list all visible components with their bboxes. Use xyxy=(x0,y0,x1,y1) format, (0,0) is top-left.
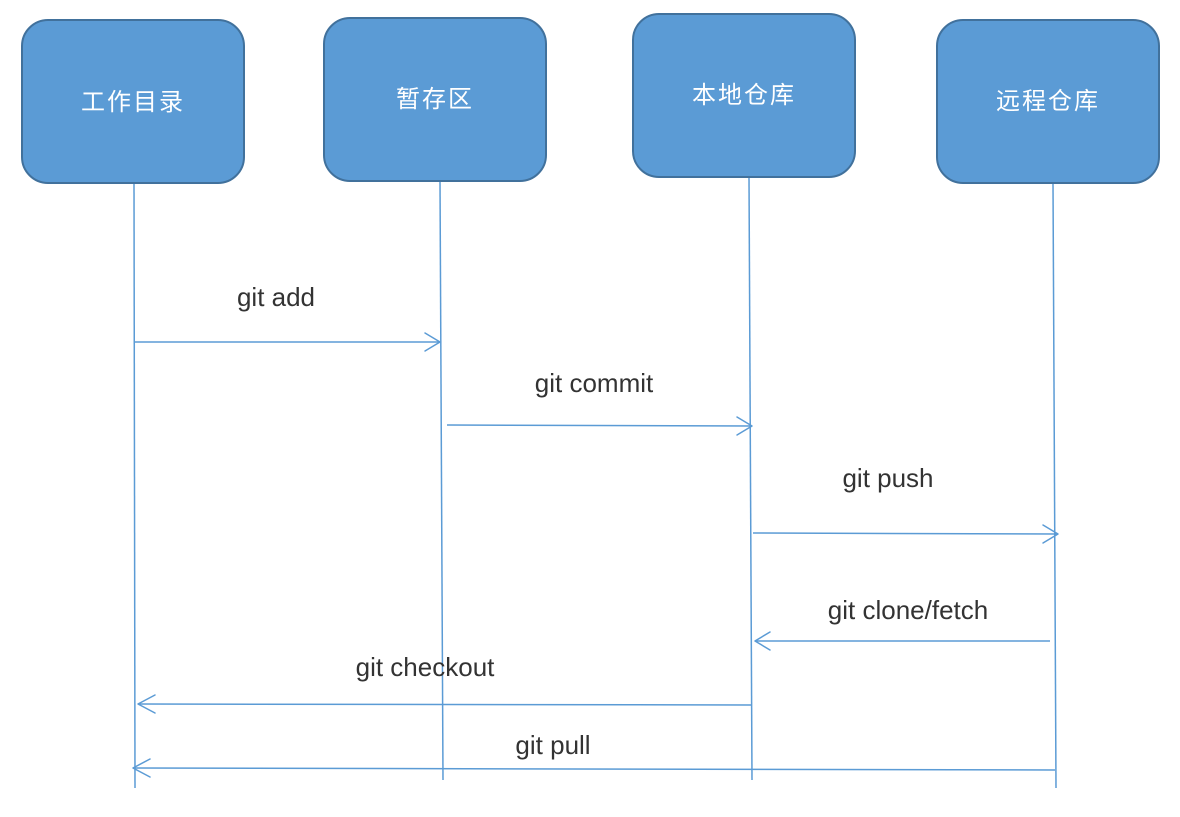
arrowhead-left-icon xyxy=(137,694,156,714)
lifeline-working-directory xyxy=(133,182,136,789)
arrowhead-right-icon xyxy=(736,416,753,436)
node-label: 远程仓库 xyxy=(996,87,1100,115)
node-working-directory: 工作目录 xyxy=(21,19,245,184)
node-staging-area: 暂存区 xyxy=(323,17,547,182)
message-label: git checkout xyxy=(356,652,496,682)
message-label: git push xyxy=(842,463,933,493)
message-label: git clone/fetch xyxy=(828,595,988,625)
node-remote-repository: 远程仓库 xyxy=(936,19,1160,184)
message-label: git commit xyxy=(535,368,654,398)
lifeline-local-repository xyxy=(748,176,753,781)
message-git-commit: git commit xyxy=(446,368,753,436)
node-label: 暂存区 xyxy=(396,85,474,113)
message-git-pull: git pull xyxy=(132,730,1056,778)
message-label: git pull xyxy=(515,730,590,760)
arrowhead-right-icon xyxy=(1042,524,1059,544)
node-local-repository: 本地仓库 xyxy=(632,13,856,178)
node-label: 工作目录 xyxy=(81,88,185,116)
lifeline-remote-repository xyxy=(1052,182,1057,789)
message-git-clone-fetch: git clone/fetch xyxy=(754,595,1050,651)
message-git-add: git add xyxy=(134,282,441,352)
lifeline-staging-area xyxy=(439,180,444,781)
message-git-checkout: git checkout xyxy=(137,652,752,714)
arrowhead-left-icon xyxy=(754,631,771,651)
node-label: 本地仓库 xyxy=(692,81,796,109)
arrowhead-right-icon xyxy=(424,332,441,352)
arrowhead-left-icon xyxy=(132,758,151,778)
message-label: git add xyxy=(237,282,315,312)
message-git-push: git push xyxy=(752,463,1059,544)
